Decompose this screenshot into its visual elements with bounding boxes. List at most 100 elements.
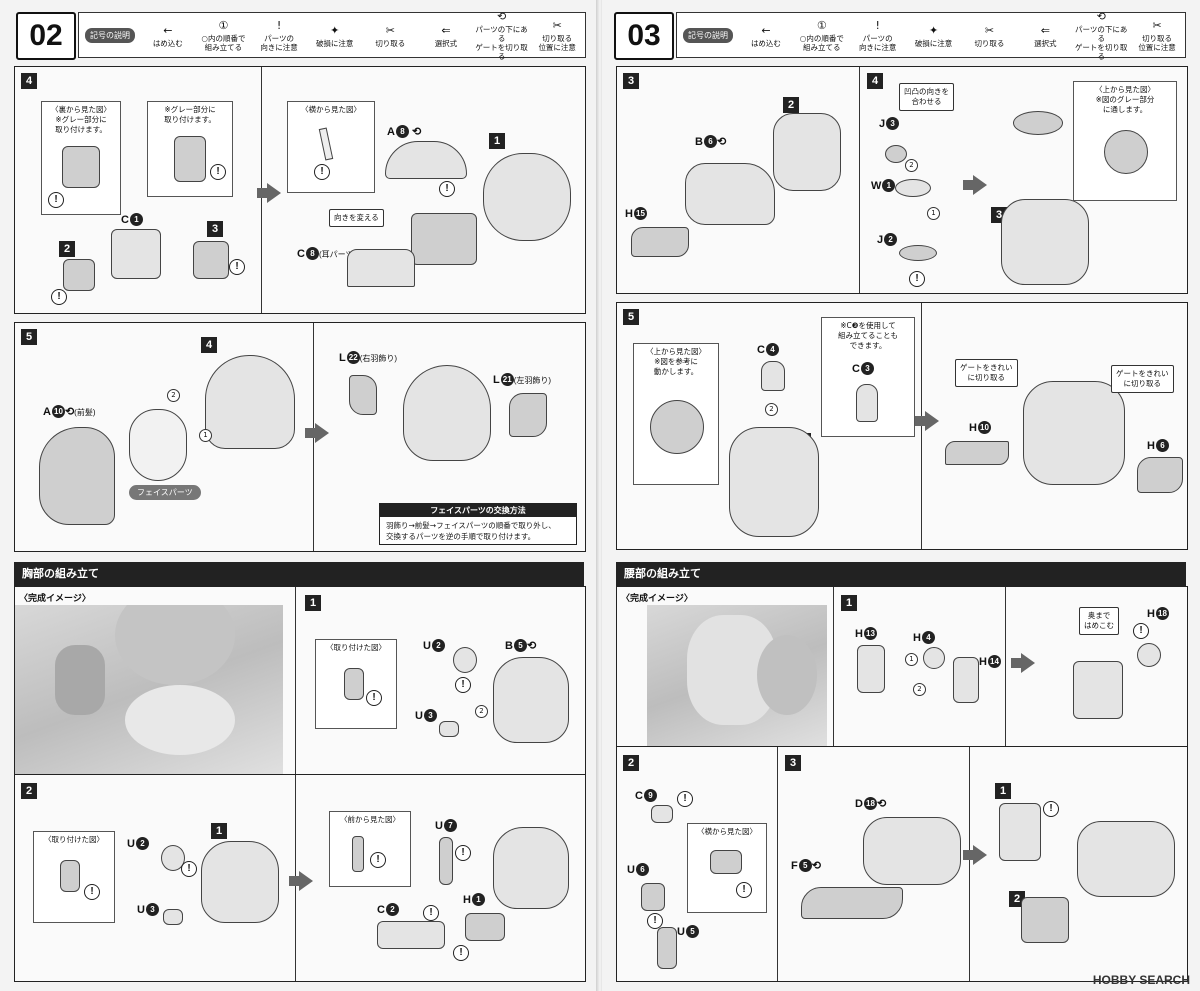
step-number: 2 [21, 783, 37, 799]
joint-cap-part [453, 647, 477, 673]
shoulder-part [377, 921, 445, 949]
warning-icon: ! [181, 861, 197, 877]
chest-assembly-part [201, 841, 279, 923]
completed-image-label: 〈完成イメージ〉 [621, 594, 693, 604]
torso-assembly-part [729, 427, 819, 537]
legend-title: 記号の説明 [85, 27, 135, 43]
hair-part [193, 241, 229, 279]
face-swap-note: フェイスパーツの交換方法 羽飾り→前髪→フェイスパーツの順番で取り外し、 交換す… [379, 503, 577, 545]
body-assembly-part [1023, 381, 1125, 485]
divider [921, 303, 922, 549]
completed-image-label: 〈完成イメージ〉 [19, 594, 91, 604]
order-number: 1 [905, 653, 918, 666]
orientation-warning-icon: ! [875, 19, 880, 32]
hair-part [63, 259, 95, 291]
torso-assembly-part [1001, 199, 1089, 285]
front-view-box: 〈前から見た図〉 ! [329, 811, 411, 887]
warning-icon: ! [909, 271, 925, 287]
gate-cut-icon: ⟲ [526, 640, 537, 652]
chest-completed-photo [15, 605, 283, 775]
left-wing-ornament-part [509, 393, 547, 437]
gate-cut-icon: ⟲ [876, 798, 887, 810]
waist-joint-part [1073, 661, 1123, 719]
legend-item: !パーツの 向きに注意 [260, 19, 298, 52]
part-number-1: 1 [995, 783, 1011, 799]
part-number-1: 1 [211, 823, 227, 839]
step-number: 5 [21, 329, 37, 345]
neck-part [761, 361, 785, 391]
right-wing-ornament-part [349, 375, 377, 415]
damage-warning-icon: ✦ [330, 23, 340, 37]
front-hair-part [39, 427, 115, 525]
neck-alt-part [856, 384, 878, 422]
page-number: 03 [614, 12, 674, 60]
chest-assembly-part [493, 827, 569, 909]
align-callout: 凹凸の向きを 合わせる [899, 83, 954, 111]
warning-icon: ! [366, 690, 382, 706]
cut-position-icon: ✂ [552, 19, 562, 32]
step-number: 1 [305, 595, 321, 611]
skirt-right-part [945, 441, 1009, 465]
next-arrow [963, 175, 987, 195]
divider [777, 747, 778, 981]
hip-skirt-part [801, 887, 903, 919]
flower-gray-part [1104, 130, 1148, 174]
clip-part [465, 913, 505, 941]
cut-position-icon: ✂ [1152, 19, 1162, 32]
legend-item: ✂切り取る 位置に注意 [1138, 19, 1176, 52]
legend-item: ✦破損に注意 [914, 23, 953, 48]
waist-completed-photo [647, 605, 827, 747]
legend-item: ①○内の順番で 組み立てる [201, 19, 246, 52]
view-side-box: 〈横から見た図〉 ! [287, 101, 375, 193]
part-number-4: 4 [201, 337, 217, 353]
top-view-box: 〈上から見た図〉 ※図のグレー部分 に通します。 [1073, 81, 1177, 201]
thigh-part [657, 927, 677, 969]
cut-icon: ✂ [984, 23, 995, 37]
warning-icon: ! [229, 259, 245, 275]
face-parts-label: フェイスパーツ [129, 485, 201, 500]
thigh-joint-part [641, 883, 665, 911]
gate-callout: ゲートをきれい に切り取る [955, 359, 1018, 387]
joint-cap-part [651, 805, 673, 823]
order-number: 2 [905, 159, 918, 172]
legend-title: 記号の説明 [683, 27, 733, 43]
legend-item: ✂切り取る 位置に注意 [538, 19, 576, 52]
waist-joint-part [999, 803, 1041, 861]
legend-item: ←はめ込む [750, 23, 781, 48]
gate-cut-icon: ⟲ [1096, 10, 1106, 23]
push-in-callout: 奥まで はめこむ [1079, 607, 1119, 635]
warning-icon: ! [647, 913, 663, 929]
warning-icon: ! [48, 192, 64, 208]
face-frame-part [411, 213, 477, 265]
hip-armor-part [863, 817, 961, 885]
joint-part [710, 850, 742, 874]
chest-part [493, 657, 569, 743]
pin-part [352, 836, 364, 872]
warning-icon: ! [1043, 801, 1059, 817]
gate-cut-icon: ⟲ [716, 136, 727, 148]
assembled-head-part [403, 365, 491, 461]
warning-icon: ! [51, 289, 67, 305]
legend-item: ⟲パーツの下にある ゲートを切り取る [475, 10, 528, 61]
joint-part [60, 860, 80, 892]
joint-part [344, 668, 364, 700]
order-number: 2 [167, 389, 180, 402]
